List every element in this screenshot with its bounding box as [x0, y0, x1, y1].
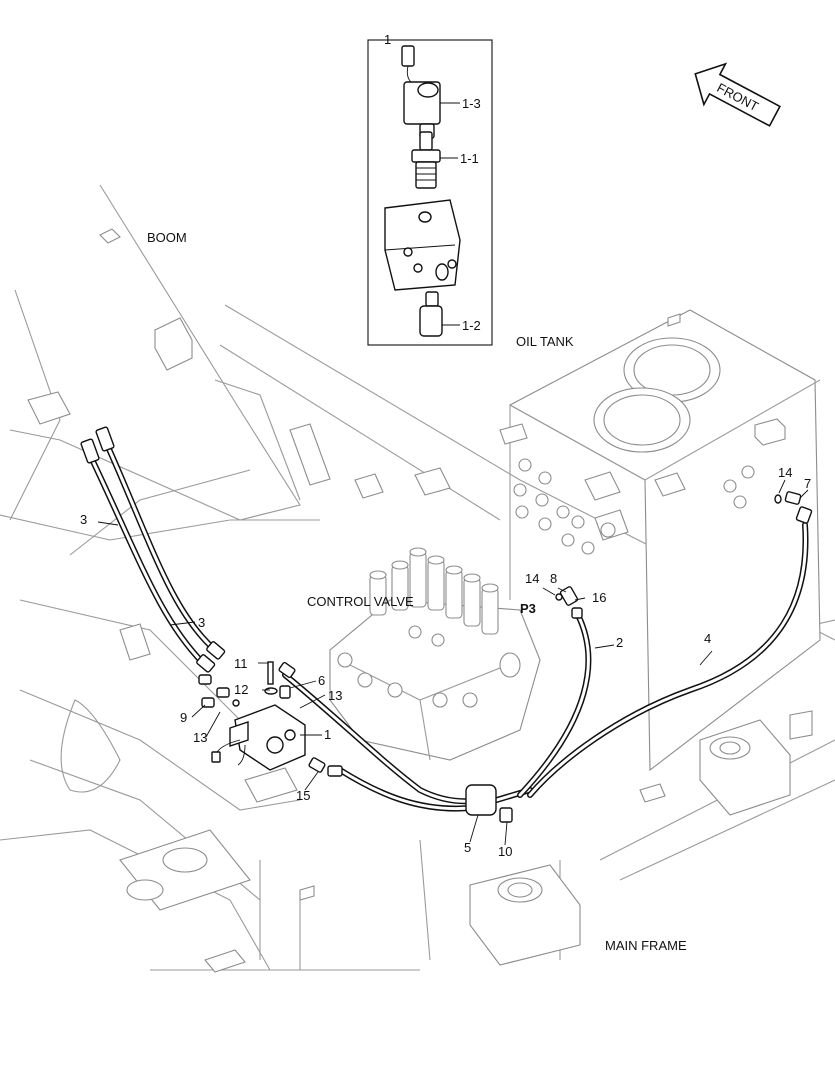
callout-1-3: 1-3 [462, 96, 481, 111]
callout-13-left: 13 [193, 730, 207, 745]
hoses [87, 437, 809, 812]
leader-lines [97, 479, 809, 846]
callout-7: 7 [804, 476, 811, 491]
callout-5: 5 [464, 840, 471, 855]
callout-1-2: 1-2 [462, 318, 481, 333]
valve-spools [369, 547, 499, 635]
callout-9: 9 [180, 710, 187, 725]
callout-1-1: 1-1 [460, 151, 479, 166]
callout-4: 4 [704, 631, 711, 646]
section-labels: BOOM OIL TANK CONTROL VALVE MAIN FRAME P… [147, 230, 687, 953]
callout-16: 16 [592, 590, 606, 605]
port-p3-label: P3 [520, 601, 536, 616]
callout-12: 12 [234, 682, 248, 697]
connector-plug [401, 45, 416, 86]
callout-13-right: 13 [328, 688, 342, 703]
boom-label: BOOM [147, 230, 187, 245]
inset-callouts: 1 1-3 1-1 1-2 [384, 32, 481, 333]
oil-tank-label: OIL TANK [516, 334, 574, 349]
part-callouts: 1 2 3 3 4 5 6 7 8 9 10 11 12 13 13 14 14… [80, 465, 811, 859]
callout-11: 11 [234, 656, 248, 671]
fittings [80, 426, 813, 823]
boom-outline [0, 184, 320, 556]
control-valve-label: CONTROL VALVE [307, 594, 414, 609]
main-frame-label: MAIN FRAME [605, 938, 687, 953]
callout-1: 1 [324, 727, 331, 742]
tank-port-fittings [513, 458, 755, 555]
solenoid-valve-installed [211, 704, 306, 771]
callout-6: 6 [318, 673, 325, 688]
callout-14-p3: 14 [525, 571, 539, 586]
oil-tank [499, 309, 821, 772]
callout-1-inset: 1 [384, 32, 391, 47]
callout-15: 15 [296, 788, 310, 803]
callout-3-lower: 3 [198, 615, 205, 630]
callout-8: 8 [550, 571, 557, 586]
callout-2: 2 [616, 635, 623, 650]
callout-14-tank: 14 [778, 465, 792, 480]
callout-3-upper: 3 [80, 512, 87, 527]
front-arrow: FRONT [694, 62, 781, 127]
solenoid-cartridge [411, 131, 441, 189]
control-valve [329, 547, 541, 761]
relief-cartridge [419, 291, 443, 337]
inset-box [367, 39, 493, 346]
callout-10: 10 [498, 844, 512, 859]
valve-block [384, 199, 461, 291]
